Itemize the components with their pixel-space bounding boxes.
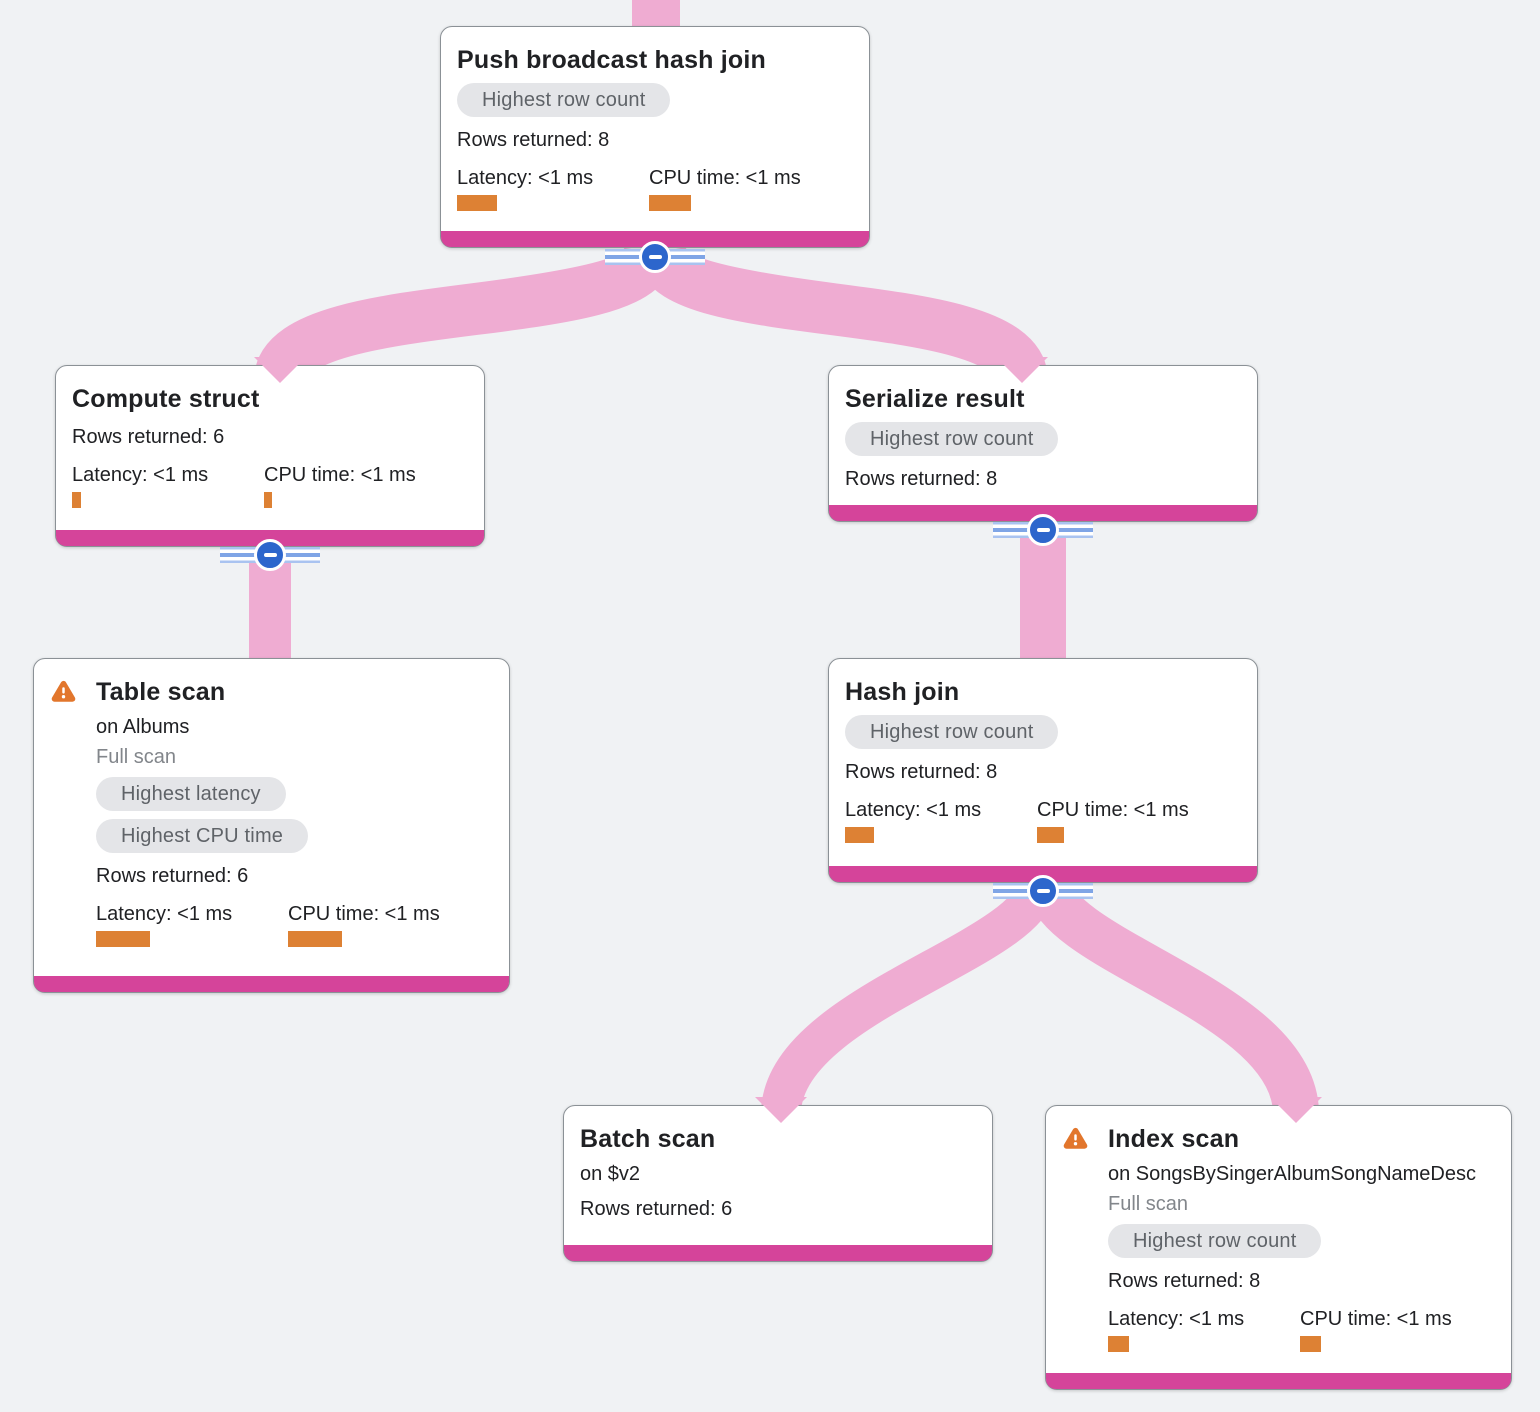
cpu-time-bar <box>1300 1336 1321 1352</box>
latency-label: Latency: <1 ms <box>72 464 209 486</box>
latency-bar <box>845 827 874 843</box>
rows-returned: Rows returned: 8 <box>845 761 998 783</box>
edge-push-broadcast-hash-join-to-serialize-result <box>634 242 1048 385</box>
rows-returned: Rows returned: 6 <box>72 426 225 448</box>
scan-type: Full scan <box>96 746 177 768</box>
latency-bar <box>96 931 150 947</box>
minus-icon <box>648 255 662 259</box>
collapse-circle <box>639 241 671 273</box>
highest-cpu-time-badge: Highest CPU time <box>96 819 309 853</box>
highest-row-count-badge: Highest row count <box>845 715 1059 749</box>
collapse-button-serialize-result[interactable] <box>993 514 1093 546</box>
highest-row-count-badge: Highest row count <box>845 422 1059 456</box>
node-accent-bar <box>564 1245 992 1261</box>
collapse-button-hash-join[interactable] <box>993 875 1093 907</box>
node-serialize-result[interactable]: Serialize result Highest row count Rows … <box>828 365 1258 522</box>
latency-bar <box>1108 1336 1129 1352</box>
node-accent-bar <box>56 530 484 546</box>
latency-label: Latency: <1 ms <box>845 799 982 821</box>
node-target: on SongsBySingerAlbumSongNameDesc <box>1108 1163 1476 1185</box>
rows-returned: Rows returned: 8 <box>845 468 998 490</box>
highest-latency-badge: Highest latency <box>96 777 286 811</box>
node-batch-scan[interactable]: Batch scan on $v2 Rows returned: 6 <box>563 1105 993 1262</box>
node-title: Hash join <box>845 678 960 706</box>
rows-returned: Rows returned: 8 <box>1108 1270 1261 1292</box>
node-title: Compute struct <box>72 385 260 413</box>
node-compute-struct[interactable]: Compute struct Rows returned: 6 Latency:… <box>55 365 485 547</box>
cpu-time-label: CPU time: <1 ms <box>1037 799 1189 821</box>
node-accent-bar <box>829 866 1257 882</box>
node-accent-bar <box>441 231 869 247</box>
edge-hash-join-to-index-scan <box>1026 879 1319 1115</box>
cpu-time-label: CPU time: <1 ms <box>288 903 440 925</box>
minus-icon <box>1036 889 1050 893</box>
latency-label: Latency: <1 ms <box>457 167 594 189</box>
cpu-time-label: CPU time: <1 ms <box>264 464 416 486</box>
cpu-time-bar <box>649 195 691 211</box>
node-title: Index scan <box>1108 1125 1240 1153</box>
cpu-time-bar <box>288 931 342 947</box>
node-hash-join[interactable]: Hash join Highest row count Rows returne… <box>828 658 1258 883</box>
cpu-time-bar <box>1037 827 1064 843</box>
edge-hash-join-to-batch-scan <box>761 880 1057 1115</box>
cpu-time-label: CPU time: <1 ms <box>1300 1308 1452 1330</box>
node-push-broadcast-hash-join[interactable]: Push broadcast hash join Highest row cou… <box>440 26 870 248</box>
node-accent-bar <box>1046 1373 1511 1389</box>
warning-icon <box>51 680 76 702</box>
edge-push-broadcast-hash-join-to-compute-struct <box>254 242 676 385</box>
rows-returned: Rows returned: 6 <box>580 1198 733 1220</box>
node-target: on Albums <box>96 716 190 738</box>
node-accent-bar <box>34 976 509 992</box>
latency-label: Latency: <1 ms <box>96 903 233 925</box>
scan-type: Full scan <box>1108 1193 1189 1215</box>
node-title: Batch scan <box>580 1125 716 1153</box>
rows-returned: Rows returned: 6 <box>96 865 249 887</box>
latency-label: Latency: <1 ms <box>1108 1308 1245 1330</box>
node-accent-bar <box>829 505 1257 521</box>
latency-bar <box>72 492 81 508</box>
latency-bar <box>457 195 497 211</box>
collapse-button-compute-struct[interactable] <box>220 539 320 571</box>
minus-icon <box>1036 528 1050 532</box>
cpu-time-label: CPU time: <1 ms <box>649 167 801 189</box>
collapse-circle <box>1027 875 1059 907</box>
collapse-circle <box>1027 514 1059 546</box>
collapse-circle <box>254 539 286 571</box>
warning-icon <box>1063 1127 1088 1149</box>
minus-icon <box>263 553 277 557</box>
node-table-scan[interactable]: Table scan on Albums Full scan Highest l… <box>33 658 510 993</box>
node-title: Serialize result <box>845 385 1025 413</box>
rows-returned: Rows returned: 8 <box>457 129 610 151</box>
collapse-button-push-broadcast-hash-join[interactable] <box>605 241 705 273</box>
highest-row-count-badge: Highest row count <box>457 83 671 117</box>
node-index-scan[interactable]: Index scan on SongsBySingerAlbumSongName… <box>1045 1105 1512 1390</box>
cpu-time-bar <box>264 492 272 508</box>
node-title: Table scan <box>96 678 226 706</box>
node-title: Push broadcast hash join <box>457 46 767 74</box>
highest-row-count-badge: Highest row count <box>1108 1224 1322 1258</box>
node-target: on $v2 <box>580 1163 641 1185</box>
